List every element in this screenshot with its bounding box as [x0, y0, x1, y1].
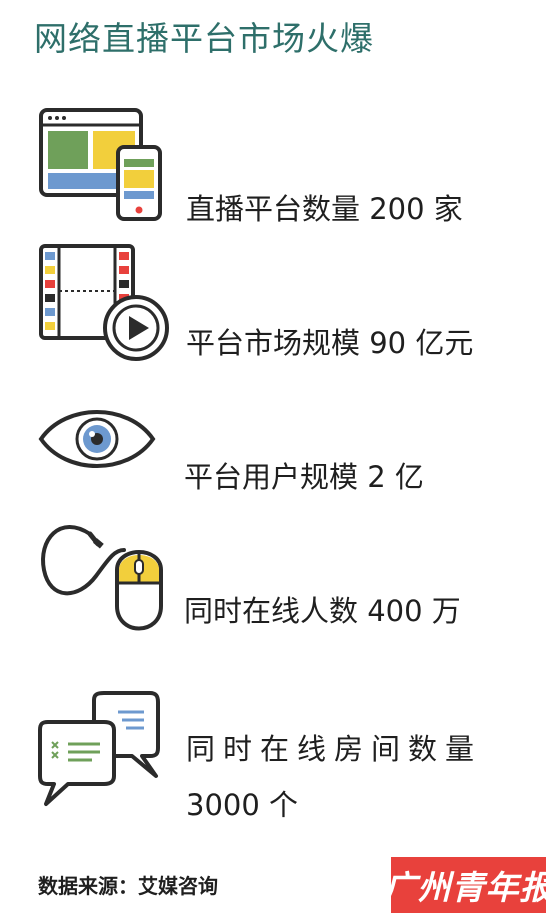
stat-user-scale: 平台用户规模 2 亿: [184, 460, 424, 494]
stat-platform-count: 直播平台数量 200 家: [186, 192, 463, 226]
page-title: 网络直播平台市场火爆: [34, 19, 374, 58]
devices-icon: [39, 108, 162, 221]
stat-online-rooms-line1: 同时在线房间数量: [186, 732, 483, 766]
stat-online-users: 同时在线人数 400 万: [184, 594, 461, 628]
stat-market-size: 平台市场规模 90 亿元: [186, 326, 474, 360]
mouse-icon: [41, 525, 163, 631]
data-source: 数据来源：艾媒咨询: [38, 874, 218, 898]
eye-icon: [38, 410, 156, 468]
stat-online-rooms-line2: 3000 个: [186, 788, 299, 822]
chat-bubbles-icon: [38, 691, 160, 806]
video-film-icon: [39, 244, 169, 361]
newspaper-logo: 广州青年报: [384, 857, 550, 913]
